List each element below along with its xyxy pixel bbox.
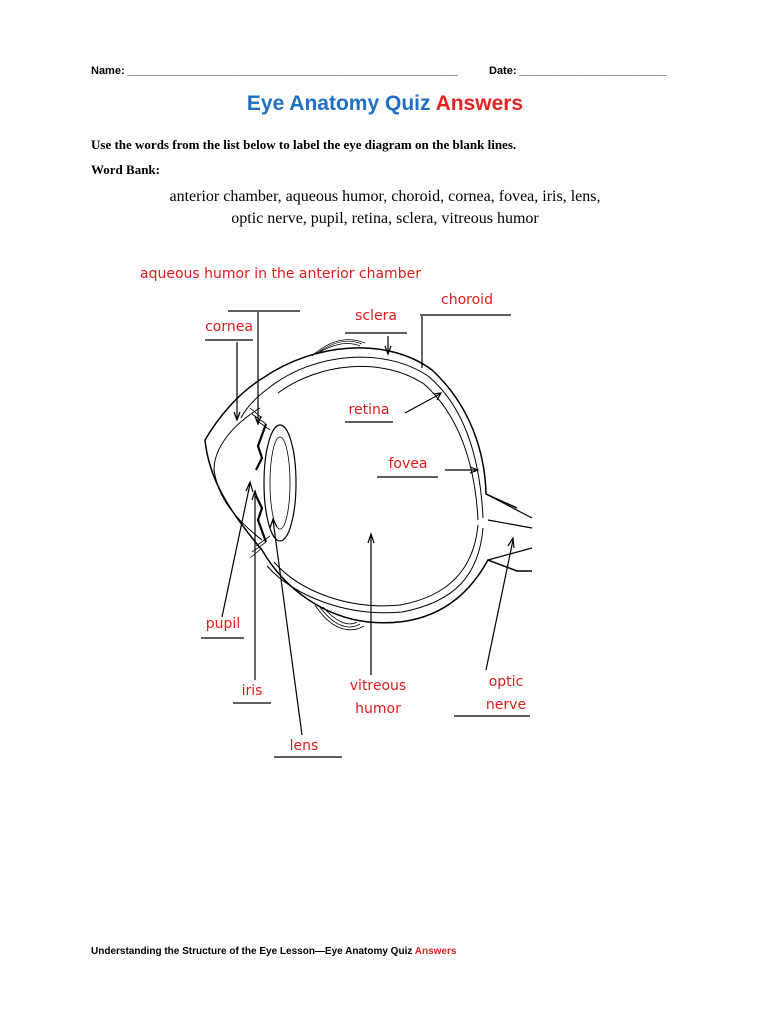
label-cornea: cornea bbox=[205, 319, 253, 335]
title-main: Eye Anatomy Quiz bbox=[246, 92, 431, 115]
eye-sclera-outline bbox=[204, 347, 532, 624]
label-vitreous-humor: vitreous humor bbox=[349, 678, 407, 717]
label-lens: lens bbox=[289, 738, 319, 754]
muscle-top bbox=[311, 339, 366, 357]
muscle-bottom bbox=[314, 604, 365, 631]
instructions: Use the words from the list below to lab… bbox=[91, 137, 517, 152]
ciliary-lower bbox=[249, 535, 271, 559]
eye-inner-lower-2 bbox=[266, 527, 484, 614]
footer-text: Understanding the Structure of the Eye L… bbox=[91, 946, 413, 957]
date-field[interactable]: Date: ________________________ bbox=[489, 65, 667, 77]
eye-choroid-outline bbox=[240, 356, 484, 519]
label-optic-nerve: optic nerve bbox=[485, 674, 527, 713]
label-choroid: choroid bbox=[441, 292, 493, 308]
word-bank-label: Word Bank: bbox=[91, 162, 160, 177]
iris-lower bbox=[255, 495, 268, 543]
header: Name: __________________________________… bbox=[91, 65, 683, 77]
footer: Understanding the Structure of the Eye L… bbox=[91, 946, 456, 957]
label-fovea: fovea bbox=[388, 456, 428, 472]
lens-inner bbox=[269, 436, 291, 530]
label-pupil: pupil bbox=[205, 616, 241, 632]
word-bank-line-2: optic nerve, pupil, retina, sclera, vitr… bbox=[231, 210, 539, 227]
title-answers: Answers bbox=[435, 92, 524, 115]
eye-inner-lower bbox=[273, 524, 479, 607]
footer-answers: Answers bbox=[414, 946, 457, 957]
eye-retina-outline bbox=[277, 365, 479, 521]
lens-shape bbox=[263, 424, 297, 542]
name-field[interactable]: Name: __________________________________… bbox=[91, 65, 459, 77]
label-sclera: sclera bbox=[355, 308, 397, 324]
label-iris: iris bbox=[241, 683, 263, 699]
word-bank: anterior chamber, aqueous humor, choroid… bbox=[0, 186, 770, 230]
page-title: Eye Anatomy Quiz Answers bbox=[0, 92, 770, 116]
label-underlines bbox=[201, 310, 530, 758]
word-bank-line-1: anterior chamber, aqueous humor, choroid… bbox=[169, 188, 601, 205]
label-retina: retina bbox=[348, 402, 390, 418]
cornea-inner bbox=[213, 407, 263, 541]
label-aqueous-humor: aqueous humor in the anterior chamber bbox=[140, 266, 421, 282]
iris-upper bbox=[255, 423, 268, 471]
pointer-lines bbox=[221, 312, 515, 736]
